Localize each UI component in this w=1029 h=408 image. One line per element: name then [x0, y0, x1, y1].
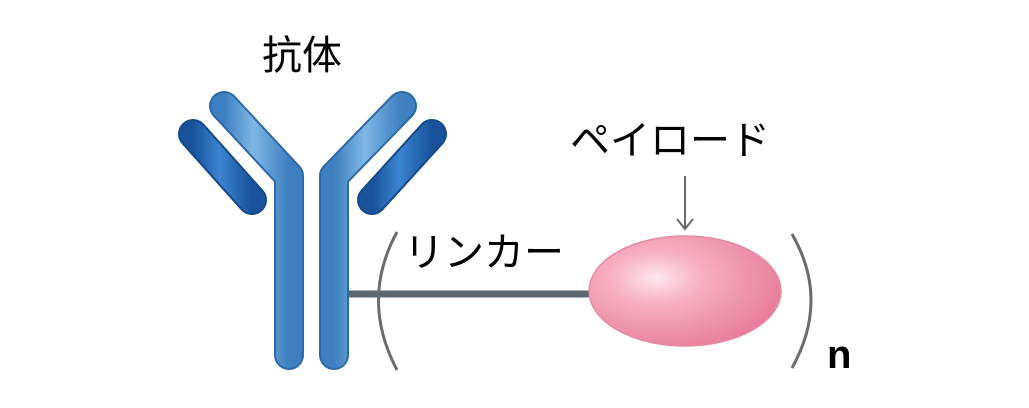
right-bracket — [790, 233, 813, 369]
repeat-count-label: n — [827, 333, 852, 377]
payload-label: ペイロード — [570, 118, 770, 164]
antibody-label: 抗体 — [262, 33, 342, 79]
payload-ellipse — [588, 235, 782, 347]
antibody-heavy-chain-left — [209, 91, 304, 370]
antibody-heavy-chain-right — [319, 91, 417, 370]
left-bracket — [377, 231, 399, 371]
antibody — [178, 91, 447, 370]
linker-label: リンカー — [404, 230, 564, 276]
payload-arrow — [676, 176, 694, 231]
antibody-light-chain-right — [357, 119, 447, 215]
antibody-light-chain-left — [178, 119, 267, 215]
